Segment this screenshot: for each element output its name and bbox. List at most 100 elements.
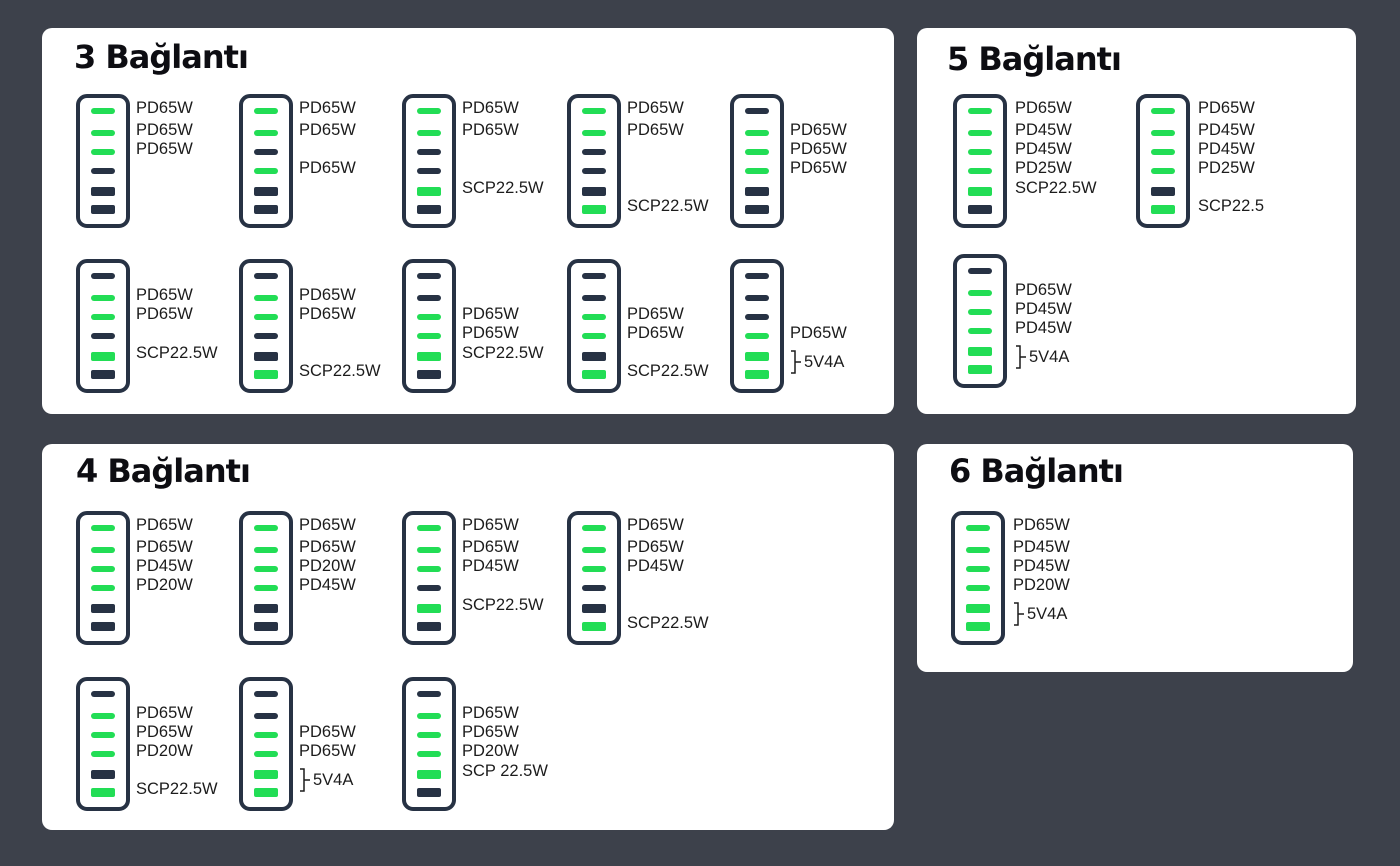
usb-c-port-active xyxy=(582,333,606,339)
usb-c-port-active xyxy=(254,130,278,136)
usb-a-port-inactive xyxy=(254,622,278,631)
group-brace xyxy=(1016,345,1026,369)
port-output-label: PD20W xyxy=(136,576,193,594)
usb-c-port-inactive xyxy=(91,333,115,339)
usb-a-port-inactive xyxy=(417,370,441,379)
port-output-label: PD65W xyxy=(462,723,519,741)
usb-c-port-active xyxy=(417,333,441,339)
usb-c-port-active xyxy=(254,732,278,738)
usb-c-port-active xyxy=(254,108,278,114)
port-output-label: PD45W xyxy=(299,576,356,594)
port-output-label: PD65W xyxy=(299,723,356,741)
port-output-label: PD65W xyxy=(299,121,356,139)
usb-c-port-inactive xyxy=(582,585,606,591)
charger-device xyxy=(402,677,456,811)
usb-a-port-inactive xyxy=(91,604,115,613)
usb-c-port-inactive xyxy=(745,295,769,301)
usb-c-port-active xyxy=(417,732,441,738)
usb-c-port-active xyxy=(417,751,441,757)
port-output-label: SCP22.5W xyxy=(627,614,709,632)
usb-c-port-active xyxy=(417,108,441,114)
brace-label: 5V4A xyxy=(1029,348,1070,366)
usb-c-port-inactive xyxy=(254,333,278,339)
usb-c-port-active xyxy=(91,108,115,114)
port-output-label: PD65W xyxy=(136,121,193,139)
port-output-label: PD65W xyxy=(462,305,519,323)
charger-device xyxy=(76,94,130,228)
port-output-label: SCP22.5W xyxy=(136,344,218,362)
usb-c-port-inactive xyxy=(91,168,115,174)
port-output-label: PD65W xyxy=(1015,281,1072,299)
usb-c-port-active xyxy=(1151,130,1175,136)
port-output-label: PD65W xyxy=(790,324,847,342)
usb-a-port-inactive xyxy=(1151,187,1175,196)
usb-a-port-inactive xyxy=(254,352,278,361)
usb-c-port-active xyxy=(966,525,990,531)
usb-c-port-inactive xyxy=(254,713,278,719)
panel-title: 6 Bağlantı xyxy=(949,452,1124,490)
charger-device xyxy=(239,259,293,393)
usb-c-port-inactive xyxy=(417,168,441,174)
port-output-label: PD65W xyxy=(136,723,193,741)
port-output-label: PD65W xyxy=(136,704,193,722)
usb-c-port-active xyxy=(254,168,278,174)
port-output-label: PD65W xyxy=(299,159,356,177)
port-output-label: SCP 22.5W xyxy=(462,762,548,780)
usb-c-port-active xyxy=(417,314,441,320)
port-output-label: PD65W xyxy=(462,704,519,722)
usb-c-port-active xyxy=(417,547,441,553)
charger-device xyxy=(951,511,1005,645)
usb-a-port-active xyxy=(582,370,606,379)
usb-c-port-active xyxy=(745,130,769,136)
usb-c-port-active xyxy=(1151,168,1175,174)
usb-c-port-active xyxy=(254,585,278,591)
port-output-label: SCP22.5W xyxy=(627,362,709,380)
usb-a-port-inactive xyxy=(91,770,115,779)
port-output-label: SCP22.5W xyxy=(462,344,544,362)
usb-c-port-active xyxy=(91,713,115,719)
usb-c-port-inactive xyxy=(91,691,115,697)
usb-c-port-active xyxy=(91,295,115,301)
charger-device xyxy=(76,677,130,811)
usb-a-port-inactive xyxy=(417,622,441,631)
charger-device xyxy=(567,94,621,228)
usb-c-port-inactive xyxy=(254,149,278,155)
usb-c-port-active xyxy=(582,525,606,531)
port-output-label: SCP22.5W xyxy=(627,197,709,215)
usb-a-port-active xyxy=(417,604,441,613)
usb-c-port-active xyxy=(91,751,115,757)
port-output-label: PD25W xyxy=(1015,159,1072,177)
port-output-label: PD25W xyxy=(1198,159,1255,177)
charger-device xyxy=(953,254,1007,388)
charger-device xyxy=(567,511,621,645)
usb-c-port-active xyxy=(968,328,992,334)
port-output-label: SCP22.5W xyxy=(462,179,544,197)
usb-c-port-active xyxy=(254,751,278,757)
port-output-label: PD65W xyxy=(627,305,684,323)
port-output-label: PD65W xyxy=(790,140,847,158)
usb-c-port-inactive xyxy=(745,108,769,114)
port-output-label: PD65W xyxy=(1013,516,1070,534)
usb-a-port-active xyxy=(417,352,441,361)
port-output-label: PD20W xyxy=(462,742,519,760)
usb-c-port-active xyxy=(968,130,992,136)
usb-c-port-inactive xyxy=(91,273,115,279)
port-output-label: PD65W xyxy=(136,516,193,534)
usb-c-port-active xyxy=(1151,149,1175,155)
port-output-label: PD65W xyxy=(299,99,356,117)
charger-device xyxy=(730,94,784,228)
charger-device xyxy=(402,511,456,645)
port-output-label: PD65W xyxy=(462,99,519,117)
charger-device xyxy=(1136,94,1190,228)
port-output-label: SCP22.5W xyxy=(1015,179,1097,197)
usb-c-port-inactive xyxy=(417,295,441,301)
port-output-label: PD65W xyxy=(1198,99,1255,117)
charger-device xyxy=(567,259,621,393)
port-output-label: PD45W xyxy=(462,557,519,575)
usb-c-port-active xyxy=(91,566,115,572)
port-output-label: PD65W xyxy=(299,516,356,534)
port-output-label: PD65W xyxy=(136,305,193,323)
port-output-label: PD45W xyxy=(1013,557,1070,575)
